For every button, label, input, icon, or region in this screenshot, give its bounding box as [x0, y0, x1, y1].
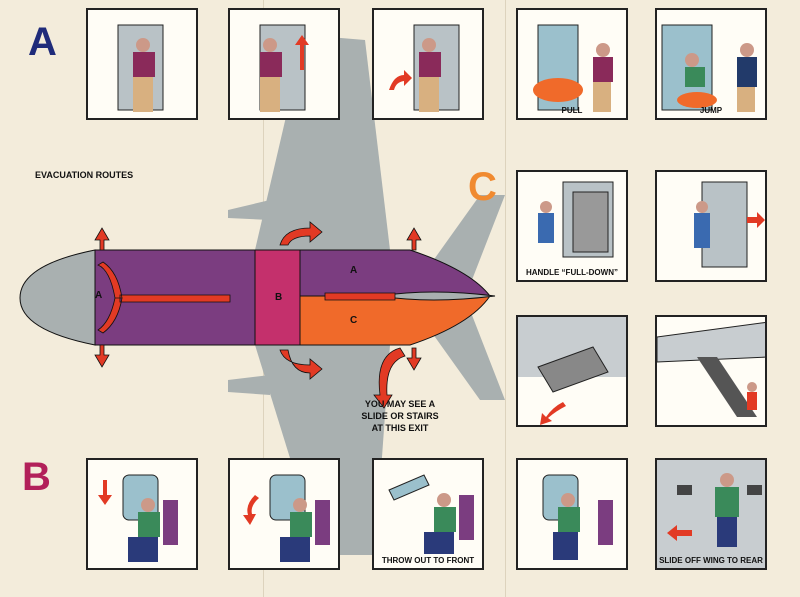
arrow-front-route: [97, 261, 231, 334]
panel-b-2: [228, 458, 340, 570]
panel-c-3: [516, 315, 628, 427]
panel-c-2: [655, 170, 767, 282]
section-letter-b: B: [22, 455, 51, 499]
panel-b-3: THROW OUT TO FRONT: [372, 458, 484, 570]
zone-b: [254, 249, 301, 346]
zone-label-rear-top: A: [350, 265, 358, 276]
panel-b-1: [86, 458, 198, 570]
engine-upper: [228, 200, 270, 220]
tail-cone: [379, 291, 496, 301]
panel-a-1: [86, 8, 198, 120]
zone-label-rear-bottom: C: [350, 315, 358, 326]
arrow-front-up: [94, 227, 110, 251]
heading: EVACUATION ROUTES: [35, 170, 134, 180]
fold-line: [505, 0, 506, 597]
panel-c-4: [655, 315, 767, 427]
section-letter-c: C: [468, 165, 497, 209]
panel-a-2: [228, 8, 340, 120]
zone-label-front: A: [95, 290, 103, 301]
panel-a-5: JUMP: [655, 8, 767, 120]
panel-a-4: PULL: [516, 8, 628, 120]
panel-b-4: [516, 458, 628, 570]
slide-stairs-note: YOU MAY SEE A SLIDE OR STAIRS AT THIS EX…: [361, 399, 439, 433]
engine-lower: [228, 375, 270, 395]
zone-c-rear: [299, 295, 491, 346]
arrow-wing-up: [279, 221, 323, 246]
fuselage-nose: [19, 249, 96, 346]
evacuation-arrows: [94, 221, 422, 409]
arrow-wing-down: [279, 349, 323, 380]
section-letter-a: A: [28, 20, 57, 64]
tail-lower: [430, 310, 505, 400]
arrow-rear-up: [406, 227, 422, 251]
panel-c-1: HANDLE “FULL-DOWN”: [516, 170, 628, 282]
arrow-rear-route: [324, 292, 396, 301]
arrow-front-down: [94, 344, 110, 368]
wing-upper: [255, 35, 390, 250]
panel-b-5: SLIDE OFF WING TO REAR: [655, 458, 767, 570]
arrow-slide: [373, 347, 406, 409]
zone-label-mid: B: [275, 292, 283, 303]
wing-lower: [255, 345, 390, 555]
panel-a-3: [372, 8, 484, 120]
arrow-rear-down: [406, 347, 422, 371]
tail-upper: [430, 195, 505, 285]
